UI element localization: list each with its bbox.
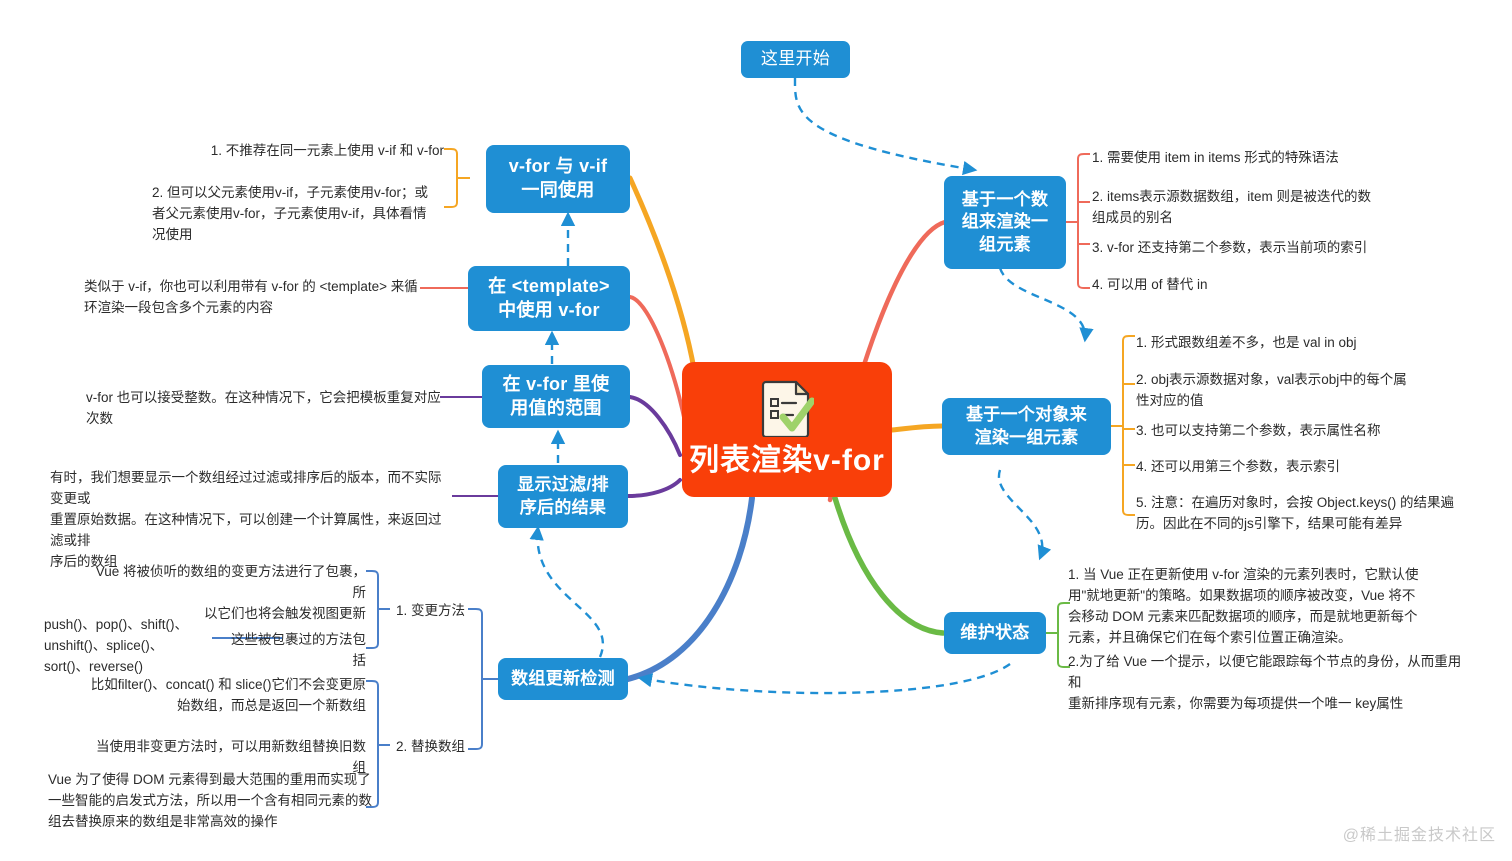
bracket-maintain-state [1046,602,1070,668]
node-v-for-v-if-label: v-for 与 v-if 一同使用 [508,156,608,200]
leaf-array-render-1: 1. 需要使用 item in items 形式的特殊语法 [1092,150,1339,165]
bracket-object-render [1111,335,1135,516]
node-filter-sort[interactable]: 显示过滤/排 序后的结果 [498,465,628,528]
leaf-range-1: v-for 也可以接受整数。在这种情况下，它会把模板重复对应次数 [86,390,441,426]
leaf-v-for-v-if-1: 1. 不推荐在同一元素上使用 v-if 和 v-for [210,143,444,158]
flow-arrow-object-to-maintain [997,469,1052,561]
watermark: @稀土掘金技术社区 [1342,827,1496,844]
leaf-array-render-3: 3. v-for 还支持第二个参数，表示当前项的索引 [1092,240,1368,255]
node-start-here-label: 这里开始 [760,49,831,69]
bracket-array-update-main [468,608,498,750]
leaf-array-render-2: 2. items表示源数据数组，item 则是被迭代的数 组成员的别名 [1092,189,1372,225]
leaf-filter-sort-1: 有时，我们想要显示一个数组经过过滤或排序后的版本，而不实际变更或 重置原始数据。… [50,470,442,569]
leaf-object-render-1: 1. 形式跟数组差不多，也是 val in obj [1136,335,1357,350]
leaf-maintain-state-2: 2.为了给 Vue 一个提示，以便它能跟踪每个节点的身份，从而重用和 重新排序现… [1068,654,1462,711]
leaf-v-for-v-if-2: 2. 但可以父元素使用v-if，子元素使用v-for；或 者父元素使用v-for… [152,185,429,242]
flow-arrow-array-update-to-filter [529,525,604,658]
node-range-label: 在 v-for 里使 用值的范围 [502,373,610,418]
leaf-object-render-4: 4. 还可以用第三个参数，表示索引 [1136,459,1341,474]
node-array-render[interactable]: 基于一个数 组来渲染一 组元素 [944,176,1066,269]
branch-wire-template [628,295,692,452]
sub-label-replace-array: 2. 替换数组 [396,739,466,754]
flow-arrow-start-to-array-render [793,77,978,176]
leaf-replace-array-1: 比如filter()、concat() 和 slice()它们不会变更原 始数组… [90,677,366,713]
branch-wire-filter-sort [626,478,682,498]
leaf-object-render-2: 2. obj表示源数据对象，val表示obj中的每个属 性对应的值 [1136,372,1407,408]
node-start-here[interactable]: 这里开始 [741,41,850,78]
leaf-template-1: 类似于 v-if，你也可以利用带有 v-for 的 <template> 来循 … [84,279,418,315]
node-center-topic[interactable]: 列表渲染v-for [682,362,892,497]
leaf-mutation-methods-2: 这些被包裹过的方法包括 [231,632,366,668]
branch-wire-object-render [889,423,945,433]
leaf-object-render-3: 3. 也可以支持第二个参数，表示属性名称 [1136,423,1381,438]
node-array-render-label: 基于一个数 组来渲染一 组元素 [961,189,1049,254]
node-center-topic-label: 列表渲染v-for [689,443,885,477]
leaf-object-render-5: 5. 注意：在遍历对象时，会按 Object.keys() 的结果遍 历。因此在… [1136,495,1455,531]
branch-wire-range [628,395,682,457]
flow-arrow-maintain-to-array-update [637,663,1011,695]
bracket-mutation-methods [366,570,390,649]
bracket-array-render [1066,153,1090,289]
leaf-replace-array-2: 当使用非变更方法时，可以用新数组替换旧数组 [96,739,366,775]
branch-wire-maintain-state [832,495,946,636]
node-template-label: 在 <template> 中使用 v-for [488,275,610,320]
node-maintain-state[interactable]: 维护状态 [944,612,1046,654]
branch-wire-array-update [625,495,755,682]
leaf-mutation-methods-1: Vue 将被侦听的数组的变更方法进行了包裹，所 以它们也将会触发视图更新 [95,564,366,621]
node-v-for-v-if[interactable]: v-for 与 v-if 一同使用 [486,145,630,213]
node-object-render-label: 基于一个对象来 渲染一组元素 [965,405,1088,447]
flow-arrow-array-to-object [998,267,1094,343]
leaf-maintain-state-1: 1. 当 Vue 正在更新使用 v-for 渲染的元素列表时，它默认使 用"就地… [1068,567,1419,645]
node-template[interactable]: 在 <template> 中使用 v-for [468,266,630,331]
leaf-mutation-methods-detail: push()、pop()、shift()、 unshift()、splice()… [44,617,189,674]
node-range[interactable]: 在 v-for 里使 用值的范围 [482,365,630,428]
node-filter-sort-label: 显示过滤/排 序后的结果 [517,475,609,517]
checklist-document-icon [761,380,814,437]
leaf-replace-array-3: Vue 为了使得 DOM 元素得到最大范围的重用而实现了 一些智能的启发式方法，… [48,772,372,829]
sub-label-mutation-methods: 1. 变更方法 [396,603,466,618]
node-maintain-state-label: 维护状态 [960,622,1030,642]
node-object-render[interactable]: 基于一个对象来 渲染一组元素 [942,398,1111,455]
node-array-update-label: 数组更新检测 [511,668,615,688]
leaf-array-render-4: 4. 可以用 of 替代 in [1092,277,1208,292]
bracket-v-for-v-if [444,148,470,208]
node-array-update[interactable]: 数组更新检测 [498,658,628,700]
